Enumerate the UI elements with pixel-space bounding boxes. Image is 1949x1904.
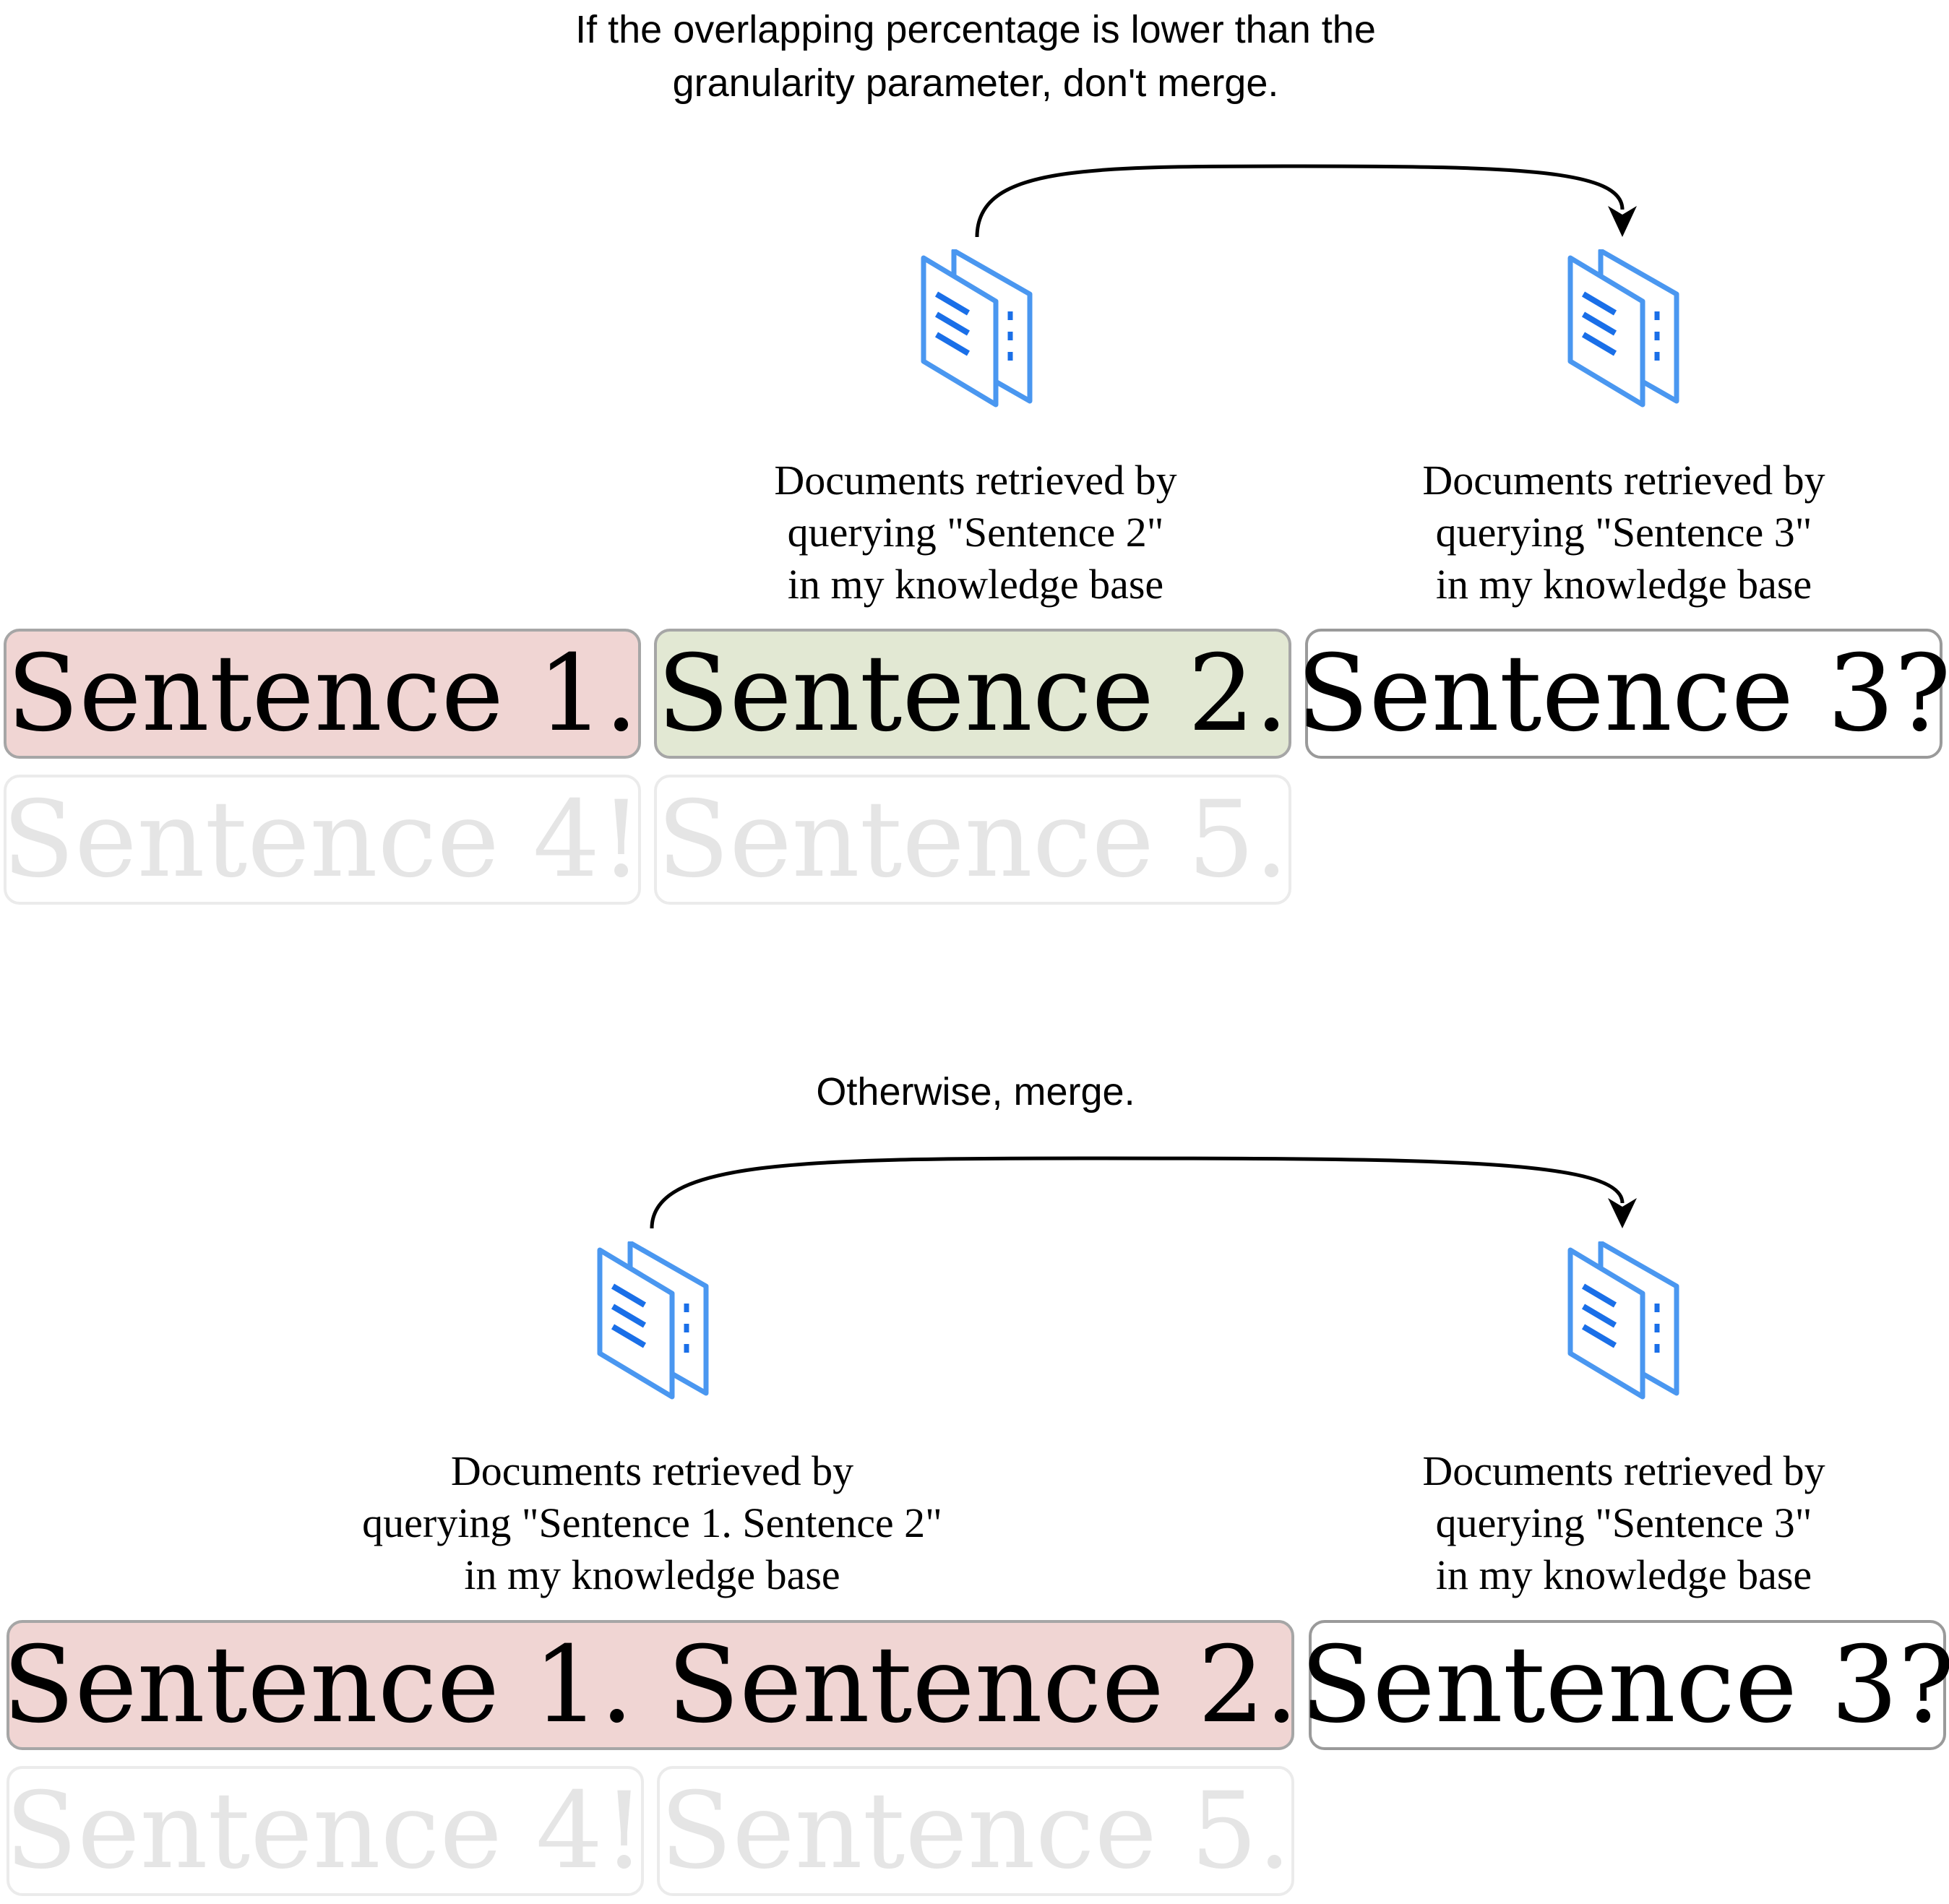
docs-label-line: in my knowledge base xyxy=(787,561,1164,608)
docs-label-line: querying "Sentence 3" xyxy=(1435,509,1812,556)
top-sentence-3-box: Sentence 3? xyxy=(1296,629,1949,759)
top-sentence-2-box: Sentence 2. xyxy=(654,629,1291,759)
bottom-docs-label-left: Documents retrieved by querying "Sentenc… xyxy=(253,1445,1051,1601)
docs-label-line: Documents retrieved by xyxy=(774,457,1177,504)
bottom-sentence-5-box: Sentence 5. xyxy=(657,1766,1294,1896)
docs-label-line: Documents retrieved by xyxy=(1422,457,1825,504)
documents-icon xyxy=(1567,249,1679,408)
bottom-sentence-3-box: Sentence 3? xyxy=(1300,1620,1949,1750)
bottom-arrow-line xyxy=(650,1156,1625,1229)
docs-label-line: querying "Sentence 1. Sentence 2" xyxy=(362,1499,942,1546)
top-docs-label-right: Documents retrieved by querying "Sentenc… xyxy=(1299,455,1949,611)
documents-icon xyxy=(1567,1241,1679,1400)
bottom-docs-label-right: Documents retrieved by querying "Sentenc… xyxy=(1299,1445,1949,1601)
docs-label-line: Documents retrieved by xyxy=(1422,1447,1825,1494)
documents-icon xyxy=(597,1241,709,1400)
docs-label-line: Documents retrieved by xyxy=(450,1447,854,1494)
top-arrow-line xyxy=(975,164,1625,238)
bottom-merged-sentence-box: Sentence 1. Sentence 2. xyxy=(2,1620,1299,1750)
docs-label-line: in my knowledge base xyxy=(1435,1551,1812,1598)
docs-label-line: querying "Sentence 2" xyxy=(787,509,1164,556)
docs-label-line: querying "Sentence 3" xyxy=(1435,1499,1812,1546)
bottom-caption: Otherwise, merge. xyxy=(816,1070,1135,1113)
top-caption: If the overlapping percentage is lower t… xyxy=(390,3,1561,110)
docs-label-line: in my knowledge base xyxy=(464,1551,840,1598)
bottom-sentence-4-box: Sentence 4! xyxy=(5,1766,645,1896)
top-arrowhead xyxy=(1608,206,1637,237)
documents-icon xyxy=(921,249,1033,408)
bottom-arrowhead xyxy=(1608,1198,1637,1228)
top-sentence-4-box: Sentence 4! xyxy=(2,775,642,905)
top-caption-line1: If the overlapping percentage is lower t… xyxy=(575,8,1376,51)
docs-label-line: in my knowledge base xyxy=(1435,561,1812,608)
top-sentence-5-box: Sentence 5. xyxy=(654,775,1291,905)
top-sentence-1-box: Sentence 1. xyxy=(4,629,641,759)
top-caption-line2: granularity parameter, don't merge. xyxy=(672,61,1279,105)
top-docs-label-left: Documents retrieved by querying "Sentenc… xyxy=(650,455,1301,611)
